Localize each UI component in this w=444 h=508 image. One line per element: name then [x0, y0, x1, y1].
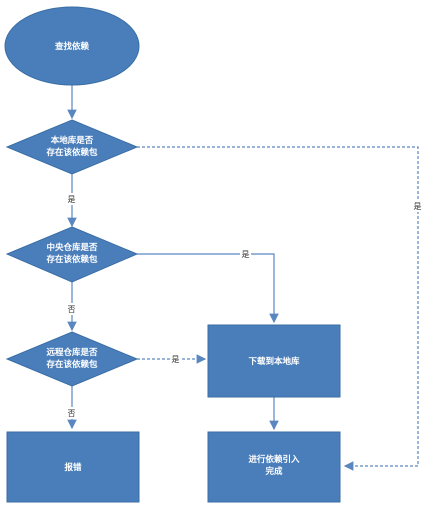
edge-central-to-download	[137, 253, 279, 324]
node-central-check: 中央仓库是否 存在该依赖包	[5, 226, 139, 283]
node-local-line1: 本地库是否	[51, 135, 94, 146]
node-error: 报错	[6, 431, 140, 503]
node-import: 进行依赖引入 完成	[207, 431, 341, 503]
label-local-no: 是	[68, 195, 76, 204]
node-import-line1: 进行依赖引入	[248, 454, 300, 465]
node-central-line2: 存在该依赖包	[45, 254, 98, 265]
node-local-check: 本地库是否 存在该依赖包	[5, 119, 139, 175]
label-local-yes: 是	[414, 202, 422, 211]
node-download-label: 下载到本地库	[248, 356, 300, 367]
node-start: 查找依赖	[4, 6, 140, 86]
node-remote-line2: 存在该依赖包	[45, 359, 98, 370]
edge-labels: 是 是 是 否 是 否	[66, 193, 423, 419]
node-start-label: 查找依赖	[54, 41, 90, 52]
node-remote-check: 远程仓库是否 存在该依赖包	[5, 331, 139, 387]
node-error-label: 报错	[64, 462, 82, 473]
label-remote-no: 否	[68, 409, 76, 418]
label-remote-yes: 是	[172, 355, 180, 364]
node-import-line2: 完成	[265, 466, 283, 477]
label-central-yes: 是	[242, 250, 250, 259]
node-remote-line1: 远程仓库是否	[46, 347, 98, 358]
node-local-line2: 存在该依赖包	[45, 147, 98, 158]
label-central-no: 否	[68, 305, 76, 314]
edges	[67, 85, 419, 471]
node-central-line1: 中央仓库是否	[46, 242, 98, 253]
node-download: 下载到本地库	[207, 324, 341, 398]
edge-local-to-import	[137, 146, 419, 471]
